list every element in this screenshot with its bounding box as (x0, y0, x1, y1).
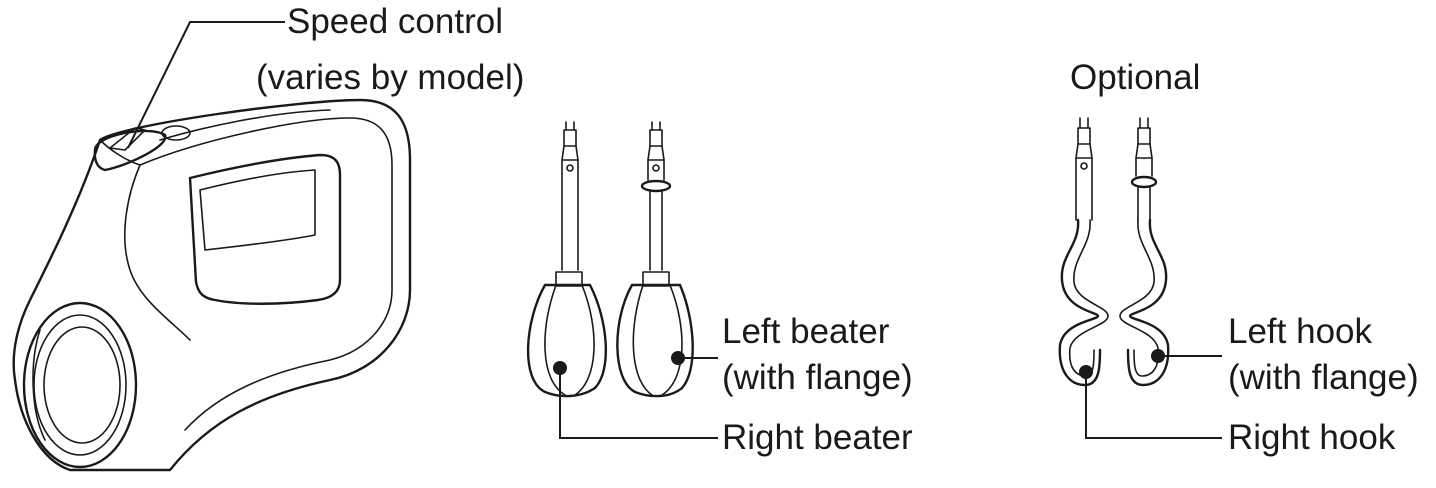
right-hook-label: Right hook (1228, 418, 1396, 457)
left-beater-label: Left beater (722, 312, 890, 351)
right-hook-illustration (1058, 117, 1109, 387)
left-beater-illustration (526, 121, 608, 398)
left-hook-label: Left hook (1228, 312, 1372, 351)
right-beater-illustration (616, 121, 694, 398)
left-hook-sublabel: (with flange) (1228, 358, 1419, 397)
speed-control-leader (127, 21, 285, 149)
right-beater-leader (559, 368, 718, 439)
left-hook-illustration (1119, 117, 1170, 387)
hand-mixer-illustration (12, 98, 412, 472)
optional-label: Optional (1070, 58, 1201, 97)
right-beater-label: Right beater (722, 418, 913, 457)
right-hook-leader (1085, 372, 1222, 439)
speed-control-label: Speed control (287, 2, 503, 41)
speed-control-sublabel: (varies by model) (256, 58, 525, 97)
left-beater-sublabel: (with flange) (722, 358, 913, 397)
